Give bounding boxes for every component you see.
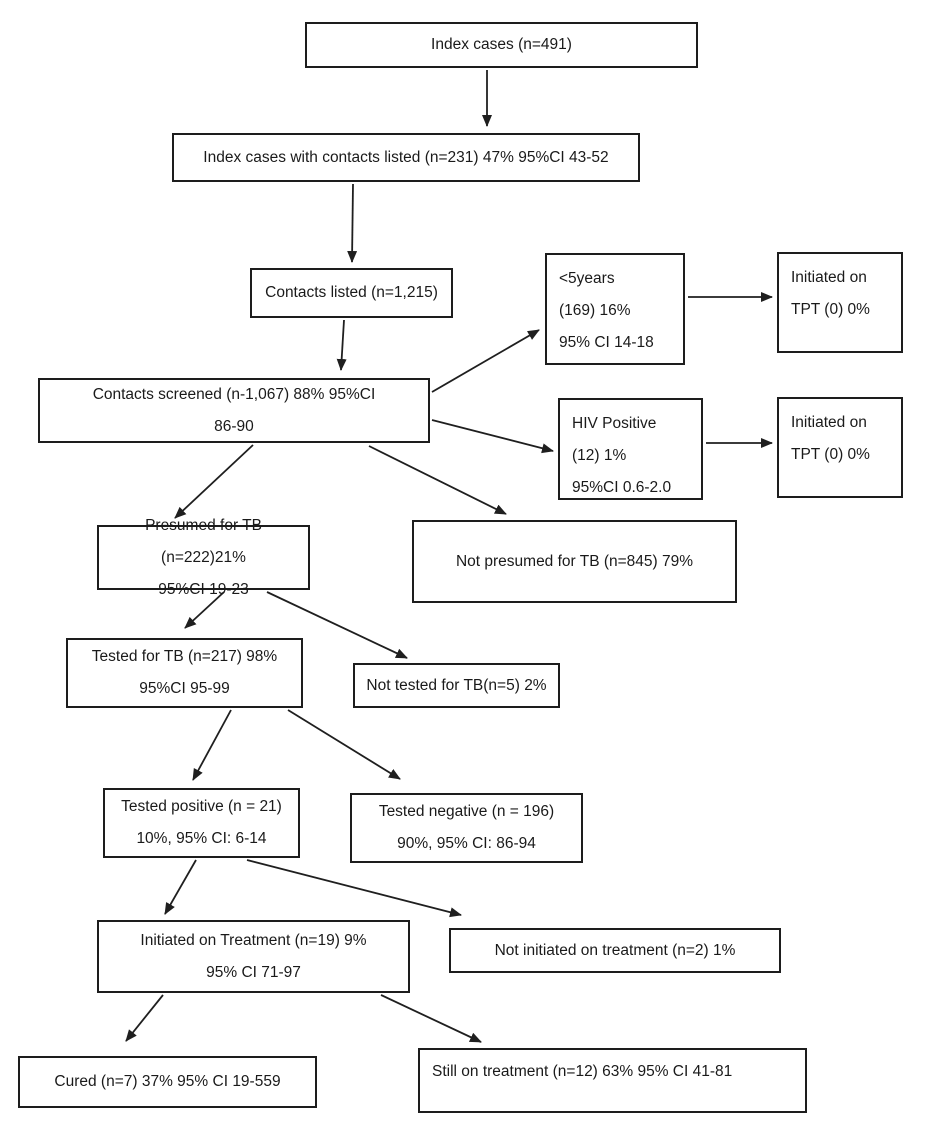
node-cured: Cured (n=7) 37% 95% CI 19-559 [18,1056,317,1108]
node-contacts-listed: Contacts listed (n=1,215) [250,268,453,318]
arrow-tested-to-positive [192,709,232,781]
arrow-screened-to-not-presumed [368,445,507,515]
node-not-presumed-tb-label: Not presumed for TB (n=845) 79% [455,552,694,570]
node-initiated-tpt-hiv: Initiated on TPT (0) 0% [777,397,903,498]
node-contacts-listed-label: Contacts listed (n=1,215) [265,284,438,301]
node-index-cases-with-contacts-label: Index cases with contacts listed (n=231)… [203,148,609,166]
node-not-tested-tb-label: Not tested for TB(n=5) 2% [366,676,547,694]
node-under-5years-label: <5years (169) 16% 95% CI 14-18 [559,270,654,351]
node-presumed-tb-label: Presumed for TB (n=222)21% 95%CI 19-23 [145,516,262,598]
node-initiated-tpt-under5-label: Initiated on TPT (0) 0% [791,269,870,318]
arrow-screened-to-hiv [431,419,554,454]
node-tested-tb: Tested for TB (n=217) 98% 95%CI 95-99 [66,638,303,708]
node-hiv-positive: HIV Positive (12) 1% 95%CI 0.6-2.0 [558,398,703,500]
node-under-5years: <5years (169) 16% 95% CI 14-18 [545,253,685,365]
node-presumed-tb: Presumed for TB (n=222)21% 95%CI 19-23 [97,517,310,598]
node-not-presumed-tb: Not presumed for TB (n=845) 79% [412,520,737,603]
arrow-tested-to-negative [287,709,401,780]
arrow-presumed-to-not-tested [266,591,408,659]
arrow-contacts-listed-to-screened [336,319,347,371]
node-index-cases: Index cases (n=491) [305,22,698,68]
node-tested-tb-label: Tested for TB (n=217) 98% 95%CI 95-99 [91,648,278,697]
arrow-screened-to-under5 [431,329,540,393]
node-contacts-screened-label: Contacts screened (n-1,067) 88% 95%CI 86… [92,385,376,435]
node-tested-negative-label: Tested negative (n = 196) 90%, 95% CI: 8… [378,803,555,852]
node-not-initiated-treatment-label: Not initiated on treatment (n=2) 1% [494,941,736,959]
node-tested-negative: Tested negative (n = 196) 90%, 95% CI: 8… [350,793,583,863]
node-hiv-positive-label: HIV Positive (12) 1% 95%CI 0.6-2.0 [572,415,672,496]
arrow-screened-to-presumed [174,444,254,519]
node-not-tested-tb: Not tested for TB(n=5) 2% [353,663,560,708]
node-contacts-screened: Contacts screened (n-1,067) 88% 95%CI 86… [38,378,430,443]
arrow-with-contacts-to-contacts-listed [347,183,358,263]
node-initiated-tpt-under5: Initiated on TPT (0) 0% [777,252,903,353]
arrow-initiated-to-cured [125,994,164,1042]
node-tested-positive: Tested positive (n = 21) 10%, 95% CI: 6-… [103,788,300,858]
node-initiated-tpt-hiv-label: Initiated on TPT (0) 0% [791,414,870,463]
arrow-positive-to-not-initiated [246,859,462,918]
node-initiated-treatment: Initiated on Treatment (n=19) 9% 95% CI … [97,920,410,993]
node-still-on-treatment-label: Still on treatment (n=12) 63% 95% CI 41-… [432,1063,733,1080]
node-still-on-treatment: Still on treatment (n=12) 63% 95% CI 41-… [418,1048,807,1113]
arrow-presumed-to-tested [184,591,225,629]
arrow-initiated-to-still-on-treatment [380,994,482,1043]
arrow-positive-to-initiated [164,859,197,915]
node-not-initiated-treatment: Not initiated on treatment (n=2) 1% [449,928,781,973]
node-index-cases-with-contacts: Index cases with contacts listed (n=231)… [172,133,640,182]
node-cured-label: Cured (n=7) 37% 95% CI 19-559 [54,1073,281,1090]
node-initiated-treatment-label: Initiated on Treatment (n=19) 9% 95% CI … [140,931,367,981]
node-tested-positive-label: Tested positive (n = 21) 10%, 95% CI: 6-… [121,798,282,847]
node-index-cases-label: Index cases (n=491) [431,36,572,53]
